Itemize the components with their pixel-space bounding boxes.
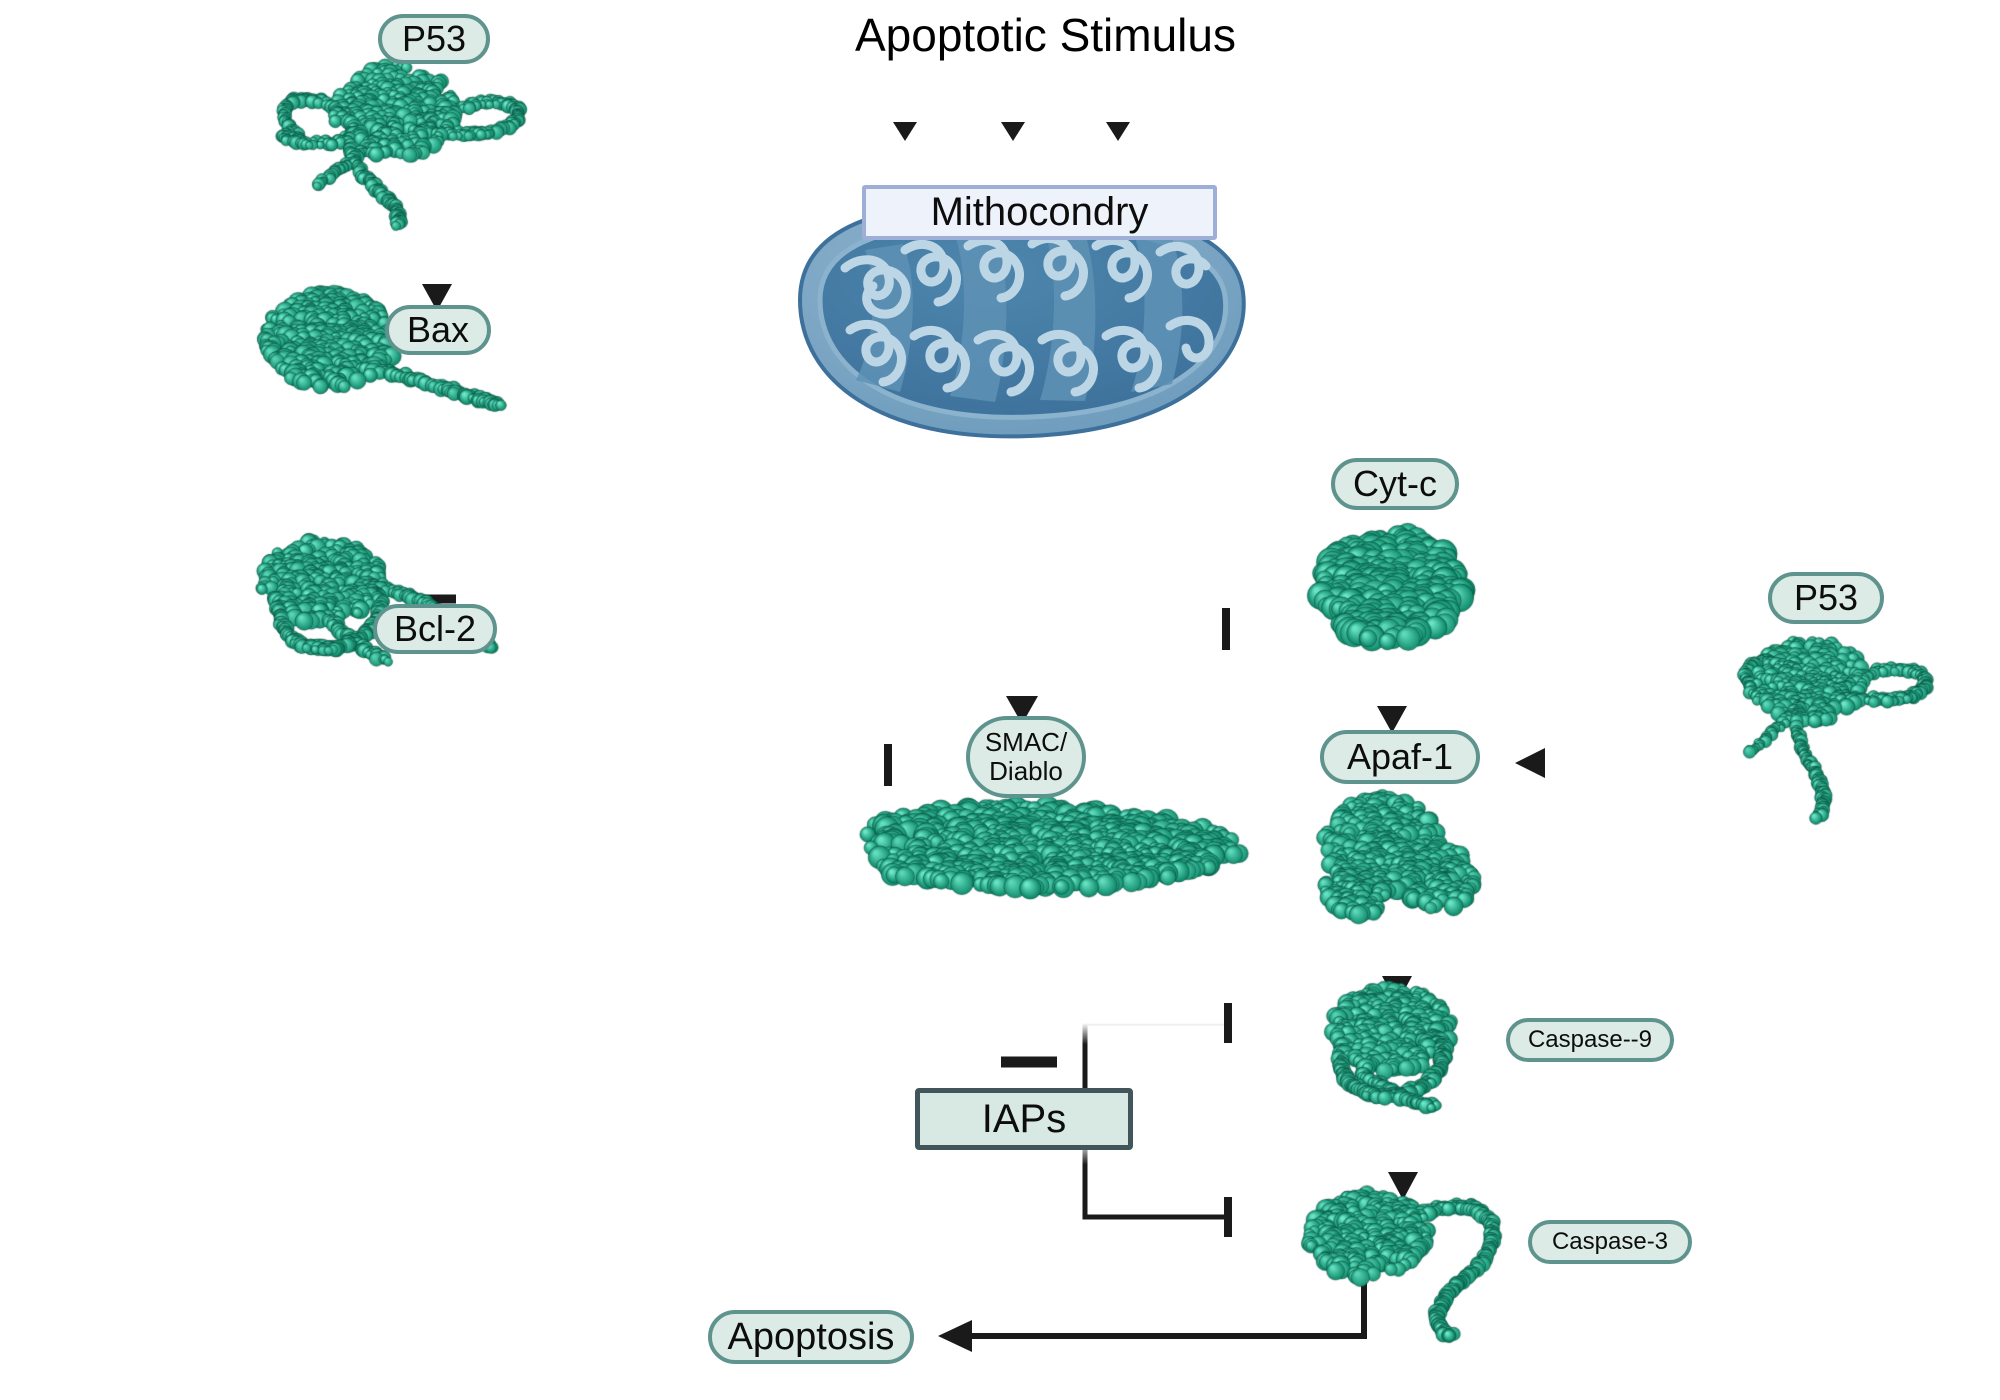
cytc-to-apaf1-arrow bbox=[1377, 660, 1407, 733]
node-caspase9[interactable]: Caspase--9 bbox=[1506, 1018, 1674, 1062]
bcl2-inhibits-mitochondria bbox=[560, 608, 1230, 650]
node-caspase3[interactable]: Caspase-3 bbox=[1528, 1220, 1692, 1264]
node-cyt-c[interactable]: Cyt-c bbox=[1331, 458, 1459, 510]
node-apoptosis[interactable]: Apoptosis bbox=[708, 1310, 914, 1364]
bax-inhibits-bcl2 bbox=[408, 510, 456, 604]
node-mithocondry[interactable]: Mithocondry bbox=[862, 185, 1217, 240]
iaps-inhibits-caspase3 bbox=[1082, 1140, 1232, 1237]
node-bcl2[interactable]: Bcl-2 bbox=[373, 604, 497, 654]
stimulus-to-mitochondria-1 bbox=[893, 68, 917, 141]
p53-to-bax-arrow bbox=[422, 218, 452, 311]
iaps-inhibits-caspase9 bbox=[1082, 1003, 1232, 1090]
caspase3-to-apoptosis-arrow bbox=[938, 1280, 1367, 1352]
p53-to-apaf1-arrow bbox=[1515, 748, 1720, 778]
node-smac-diablo[interactable]: SMAC/ Diablo bbox=[966, 716, 1086, 798]
stimulus-to-mitochondria-2 bbox=[1001, 68, 1025, 141]
stimulus-to-mitochondria-3 bbox=[1106, 68, 1130, 141]
caspase9-to-caspase3-arrow bbox=[1388, 1134, 1418, 1200]
node-bax[interactable]: Bax bbox=[385, 305, 491, 355]
node-apaf1[interactable]: Apaf-1 bbox=[1320, 730, 1480, 784]
apaf1-to-caspase9-arrow bbox=[1382, 920, 1412, 1004]
node-p53-right[interactable]: P53 bbox=[1768, 572, 1884, 624]
node-iaps[interactable]: IAPs bbox=[915, 1088, 1133, 1150]
page-title: Apoptotic Stimulus bbox=[855, 9, 1236, 61]
bcl2-inhibits-smac bbox=[560, 744, 892, 786]
smac-inhibits-iaps bbox=[1001, 940, 1057, 1068]
mitochondria-to-smac-arrow bbox=[1006, 465, 1038, 724]
node-p53-left[interactable]: P53 bbox=[378, 14, 490, 64]
